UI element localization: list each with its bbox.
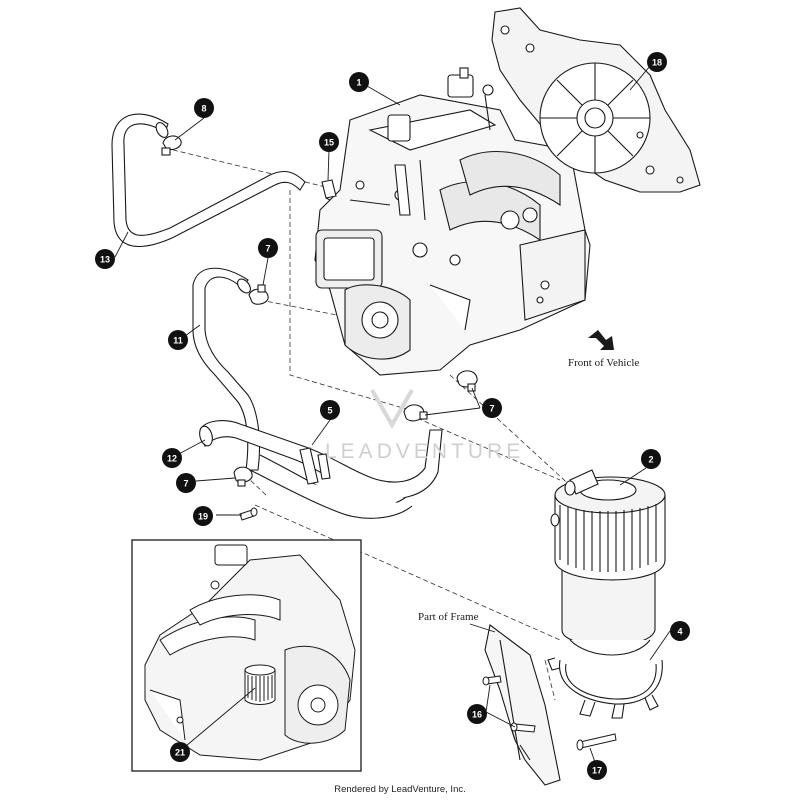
svg-text:7: 7 xyxy=(183,479,188,489)
callout-7-upper: 7 xyxy=(258,238,278,258)
callout-16: 16 xyxy=(467,704,487,724)
svg-text:7: 7 xyxy=(265,244,270,254)
part-of-frame-label: Part of Frame xyxy=(418,611,479,623)
callout-17: 17 xyxy=(587,760,607,780)
watermark-text: LEADVENTURE xyxy=(325,440,524,463)
callout-15: 15 xyxy=(319,132,339,152)
watermark: LEADVENTURE xyxy=(325,389,524,463)
bolt-16-upper xyxy=(482,675,502,686)
callout-8: 8 xyxy=(194,98,214,118)
bolt-16-lower xyxy=(510,722,536,733)
callout-12: 12 xyxy=(162,448,182,468)
svg-text:7: 7 xyxy=(489,404,494,414)
clamp-8 xyxy=(161,135,182,156)
inset-detail xyxy=(131,539,362,772)
callout-7-lower: 7 xyxy=(176,473,196,493)
svg-text:8: 8 xyxy=(201,104,206,114)
callouts: 1 2 4 5 7 7 7 7 8 11 12 13 15 16 17 18 1… xyxy=(95,52,690,780)
clamp-7-mid-a xyxy=(403,404,428,422)
clamp-7-upper xyxy=(248,284,269,305)
callout-5: 5 xyxy=(320,400,340,420)
callout-21: 21 xyxy=(170,742,190,762)
front-of-vehicle-label: Front of Vehicle xyxy=(568,357,639,369)
clamp-7-mid-b xyxy=(456,370,478,392)
frame-bracket xyxy=(484,624,561,786)
svg-text:11: 11 xyxy=(173,336,183,346)
bell-housing xyxy=(491,7,701,193)
callout-1: 1 xyxy=(349,72,369,92)
svg-text:1: 1 xyxy=(356,78,361,88)
bolt-17 xyxy=(576,733,617,751)
clamp-5 xyxy=(299,447,331,485)
fitting-15 xyxy=(321,179,337,201)
svg-text:12: 12 xyxy=(167,454,177,464)
svg-text:21: 21 xyxy=(175,748,185,758)
svg-text:17: 17 xyxy=(592,766,602,776)
clamp-7-lower xyxy=(233,466,253,487)
front-arrow-icon xyxy=(588,330,614,350)
callout-leaders xyxy=(114,65,671,766)
engine-assembly xyxy=(314,67,591,376)
svg-text:13: 13 xyxy=(100,255,110,265)
credit-text: Rendered by LeadVenture, Inc. xyxy=(334,784,466,795)
svg-text:16: 16 xyxy=(472,710,482,720)
svg-text:4: 4 xyxy=(677,627,682,637)
callout-4: 4 xyxy=(670,621,690,641)
svg-text:18: 18 xyxy=(652,58,662,68)
svg-text:19: 19 xyxy=(198,512,208,522)
svg-text:15: 15 xyxy=(324,138,334,148)
mounting-band xyxy=(547,657,663,719)
svg-text:5: 5 xyxy=(327,406,332,416)
callout-18: 18 xyxy=(647,52,667,72)
callout-7-right: 7 xyxy=(482,398,502,418)
callout-2: 2 xyxy=(641,449,661,469)
hose-13 xyxy=(111,113,306,248)
air-filter-assembly xyxy=(550,469,666,656)
hose-12 xyxy=(199,420,443,519)
screw-19 xyxy=(239,507,258,521)
callout-13: 13 xyxy=(95,249,115,269)
callout-19: 19 xyxy=(193,506,213,526)
callout-11: 11 xyxy=(168,330,188,350)
svg-text:2: 2 xyxy=(648,455,653,465)
